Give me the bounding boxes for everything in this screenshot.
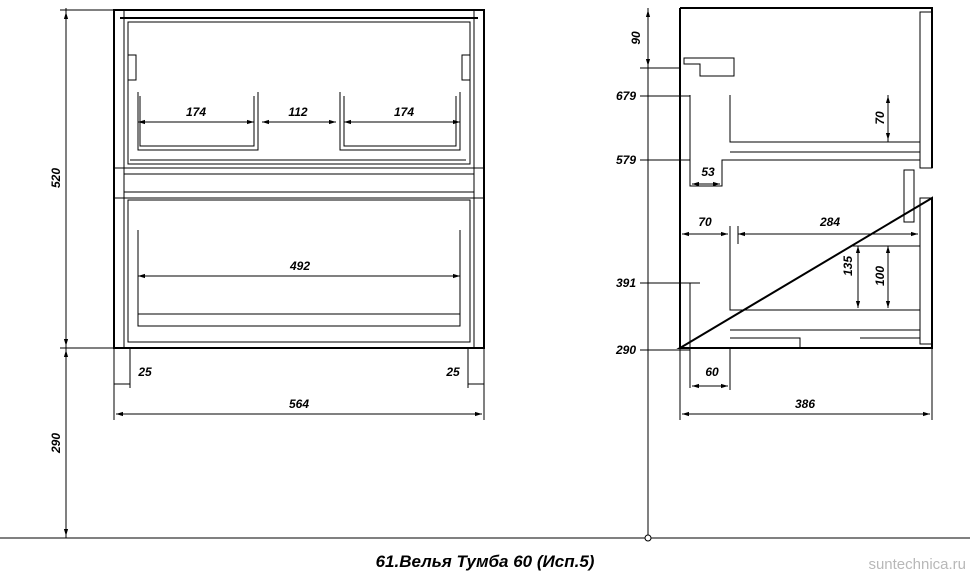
dim-leg-height: 290 bbox=[49, 433, 63, 454]
dim-inner-width: 492 bbox=[289, 259, 310, 273]
dim-front-height: 520 bbox=[49, 168, 63, 188]
dim-depth-284: 284 bbox=[819, 215, 840, 229]
dim-drawer-left: 174 bbox=[186, 105, 206, 119]
dim-depth-60: 60 bbox=[705, 365, 719, 379]
dim-top-gap: 90 bbox=[629, 31, 643, 45]
watermark: suntechnica.ru bbox=[868, 556, 966, 573]
dim-height-135: 135 bbox=[841, 256, 855, 276]
dim-depth-70: 70 bbox=[698, 215, 712, 229]
level-579: 579 bbox=[616, 153, 636, 167]
front-view bbox=[60, 8, 485, 538]
front-cabinet-outline bbox=[113, 9, 485, 349]
side-cabinet-outline bbox=[676, 7, 933, 349]
level-679: 679 bbox=[616, 89, 636, 103]
dim-total-width: 564 bbox=[289, 397, 309, 411]
side-view bbox=[640, 7, 933, 542]
dim-drawer-right: 174 bbox=[394, 105, 414, 119]
level-290: 290 bbox=[615, 343, 636, 357]
dim-height-100: 100 bbox=[873, 266, 887, 286]
dim-shelf-70: 70 bbox=[873, 111, 887, 125]
dim-left-offset: 25 bbox=[137, 365, 152, 379]
dim-drawer-mid: 112 bbox=[288, 105, 307, 119]
dim-total-depth: 386 bbox=[795, 397, 815, 411]
dim-depth-53: 53 bbox=[701, 165, 715, 179]
drawing-caption: 61.Велья Тумба 60 (Исп.5) bbox=[375, 552, 595, 571]
dim-right-offset: 25 bbox=[445, 365, 460, 379]
level-391: 391 bbox=[616, 276, 636, 290]
